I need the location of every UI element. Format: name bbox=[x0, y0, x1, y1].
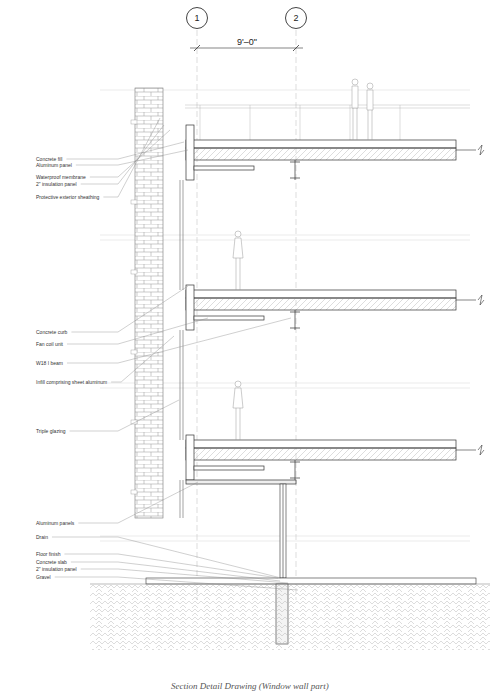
leader-line bbox=[118, 482, 198, 523]
leader-line bbox=[71, 562, 118, 563]
callout-label: Concrete slab bbox=[35, 559, 68, 565]
leader-line bbox=[81, 184, 118, 185]
callout-label: Floor finish bbox=[35, 551, 61, 557]
leader-line bbox=[118, 400, 179, 431]
leader-line bbox=[118, 150, 188, 165]
leader-line bbox=[66, 159, 118, 160]
leader-line bbox=[103, 197, 118, 198]
leader-line bbox=[78, 523, 118, 524]
callout-label: Gravel bbox=[35, 574, 52, 580]
leader-line bbox=[118, 318, 291, 363]
grid-bubble: 2 bbox=[285, 7, 307, 29]
callout-label: Protective exterior sheathing bbox=[35, 194, 100, 200]
leader-line bbox=[55, 577, 118, 578]
leader-line bbox=[70, 431, 118, 432]
leader-line bbox=[118, 554, 278, 578]
leader-line bbox=[71, 332, 118, 333]
leader-line bbox=[67, 344, 118, 345]
leader-line bbox=[118, 286, 188, 332]
leader-line bbox=[118, 125, 164, 184]
leader-line bbox=[118, 537, 281, 578]
caption: Section Detail Drawing (Window wall part… bbox=[170, 681, 330, 692]
leader-line bbox=[90, 177, 118, 178]
callout-label: Concrete curb bbox=[35, 329, 68, 335]
callout-label: Triple glazing bbox=[35, 428, 67, 434]
callout-label: Drain bbox=[35, 534, 49, 540]
callout-label: W18 I beam bbox=[35, 360, 64, 366]
leader-line bbox=[64, 554, 118, 555]
leader-line bbox=[118, 118, 160, 197]
callout-label: Aluminum panel bbox=[35, 162, 73, 168]
callout-label: 2" insulation panel bbox=[35, 566, 78, 572]
leader-line bbox=[118, 318, 208, 344]
grid-bubble: 1 bbox=[186, 7, 208, 29]
leader-line bbox=[118, 562, 280, 581]
dimension: 9'–0" bbox=[236, 37, 258, 47]
leader-line bbox=[118, 142, 184, 159]
leader-line bbox=[52, 537, 118, 538]
leader-line bbox=[118, 569, 288, 583]
leader-line bbox=[121, 336, 174, 382]
leader-line bbox=[111, 382, 121, 383]
callout-label: Fan coil unit bbox=[35, 341, 64, 347]
leader-line bbox=[76, 165, 118, 166]
leader-line bbox=[118, 577, 298, 590]
callout-label: Aluminum panels bbox=[35, 520, 75, 526]
grid-number: 2 bbox=[293, 13, 298, 23]
callout-label: 2" insulation panel bbox=[35, 181, 78, 187]
grid-number: 1 bbox=[194, 13, 199, 23]
callout-label: Infill comprising sheet aluminum bbox=[35, 379, 108, 385]
callout-label: Waterproof membrane bbox=[35, 174, 87, 180]
leader-line bbox=[81, 569, 118, 570]
leader-line bbox=[67, 363, 118, 364]
leader-line bbox=[118, 130, 170, 177]
